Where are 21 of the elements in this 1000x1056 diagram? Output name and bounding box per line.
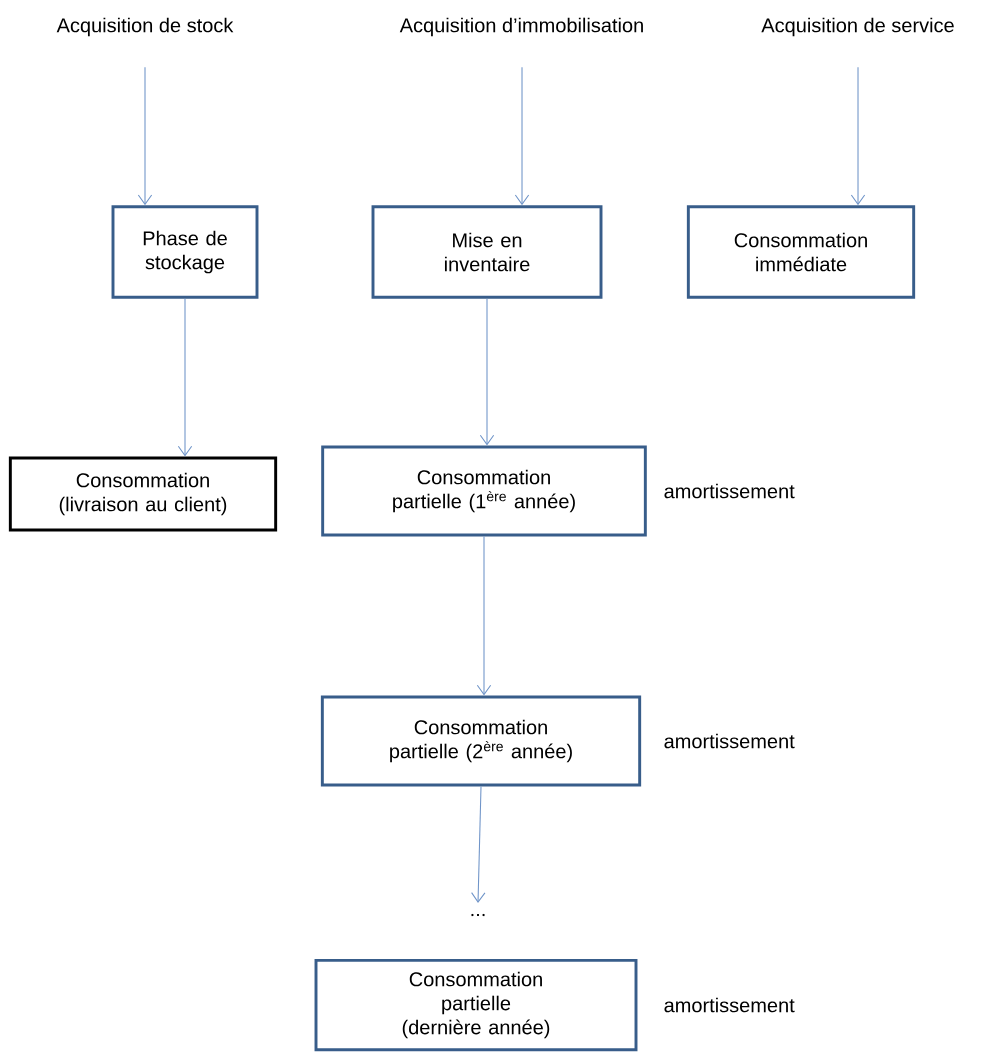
arrow: [514, 66, 530, 206]
arrow: [476, 535, 492, 696]
process-box: Consommation partielle (2$^{ère}$ année): [320, 695, 642, 787]
heading-text: Acquisition de stock: [56, 17, 234, 37]
arrow: [137, 66, 153, 206]
arrow: [471, 785, 486, 903]
process-box: Consommation immédiate: [686, 205, 916, 299]
ellipsis-text: ...: [471, 913, 485, 917]
process-box: Consommation partielle (dernière année): [314, 958, 638, 1052]
arrow: [177, 298, 193, 457]
process-box: Consommation (livraison au client): [8, 456, 278, 532]
process-box: Phase de stockage: [111, 205, 259, 299]
side-label: amortissement: [664, 733, 795, 749]
side-label: amortissement: [664, 997, 795, 1013]
arrow: [850, 66, 866, 206]
arrow: [479, 298, 495, 446]
process-box: Mise en inventaire: [371, 205, 603, 299]
heading-text: Acquisition de service: [761, 17, 954, 37]
heading-text: Acquisition d’immobilisation: [399, 17, 643, 37]
side-label: amortissement: [664, 483, 795, 499]
process-box: Consommation partielle (1$^{ère}$ année): [321, 445, 647, 537]
